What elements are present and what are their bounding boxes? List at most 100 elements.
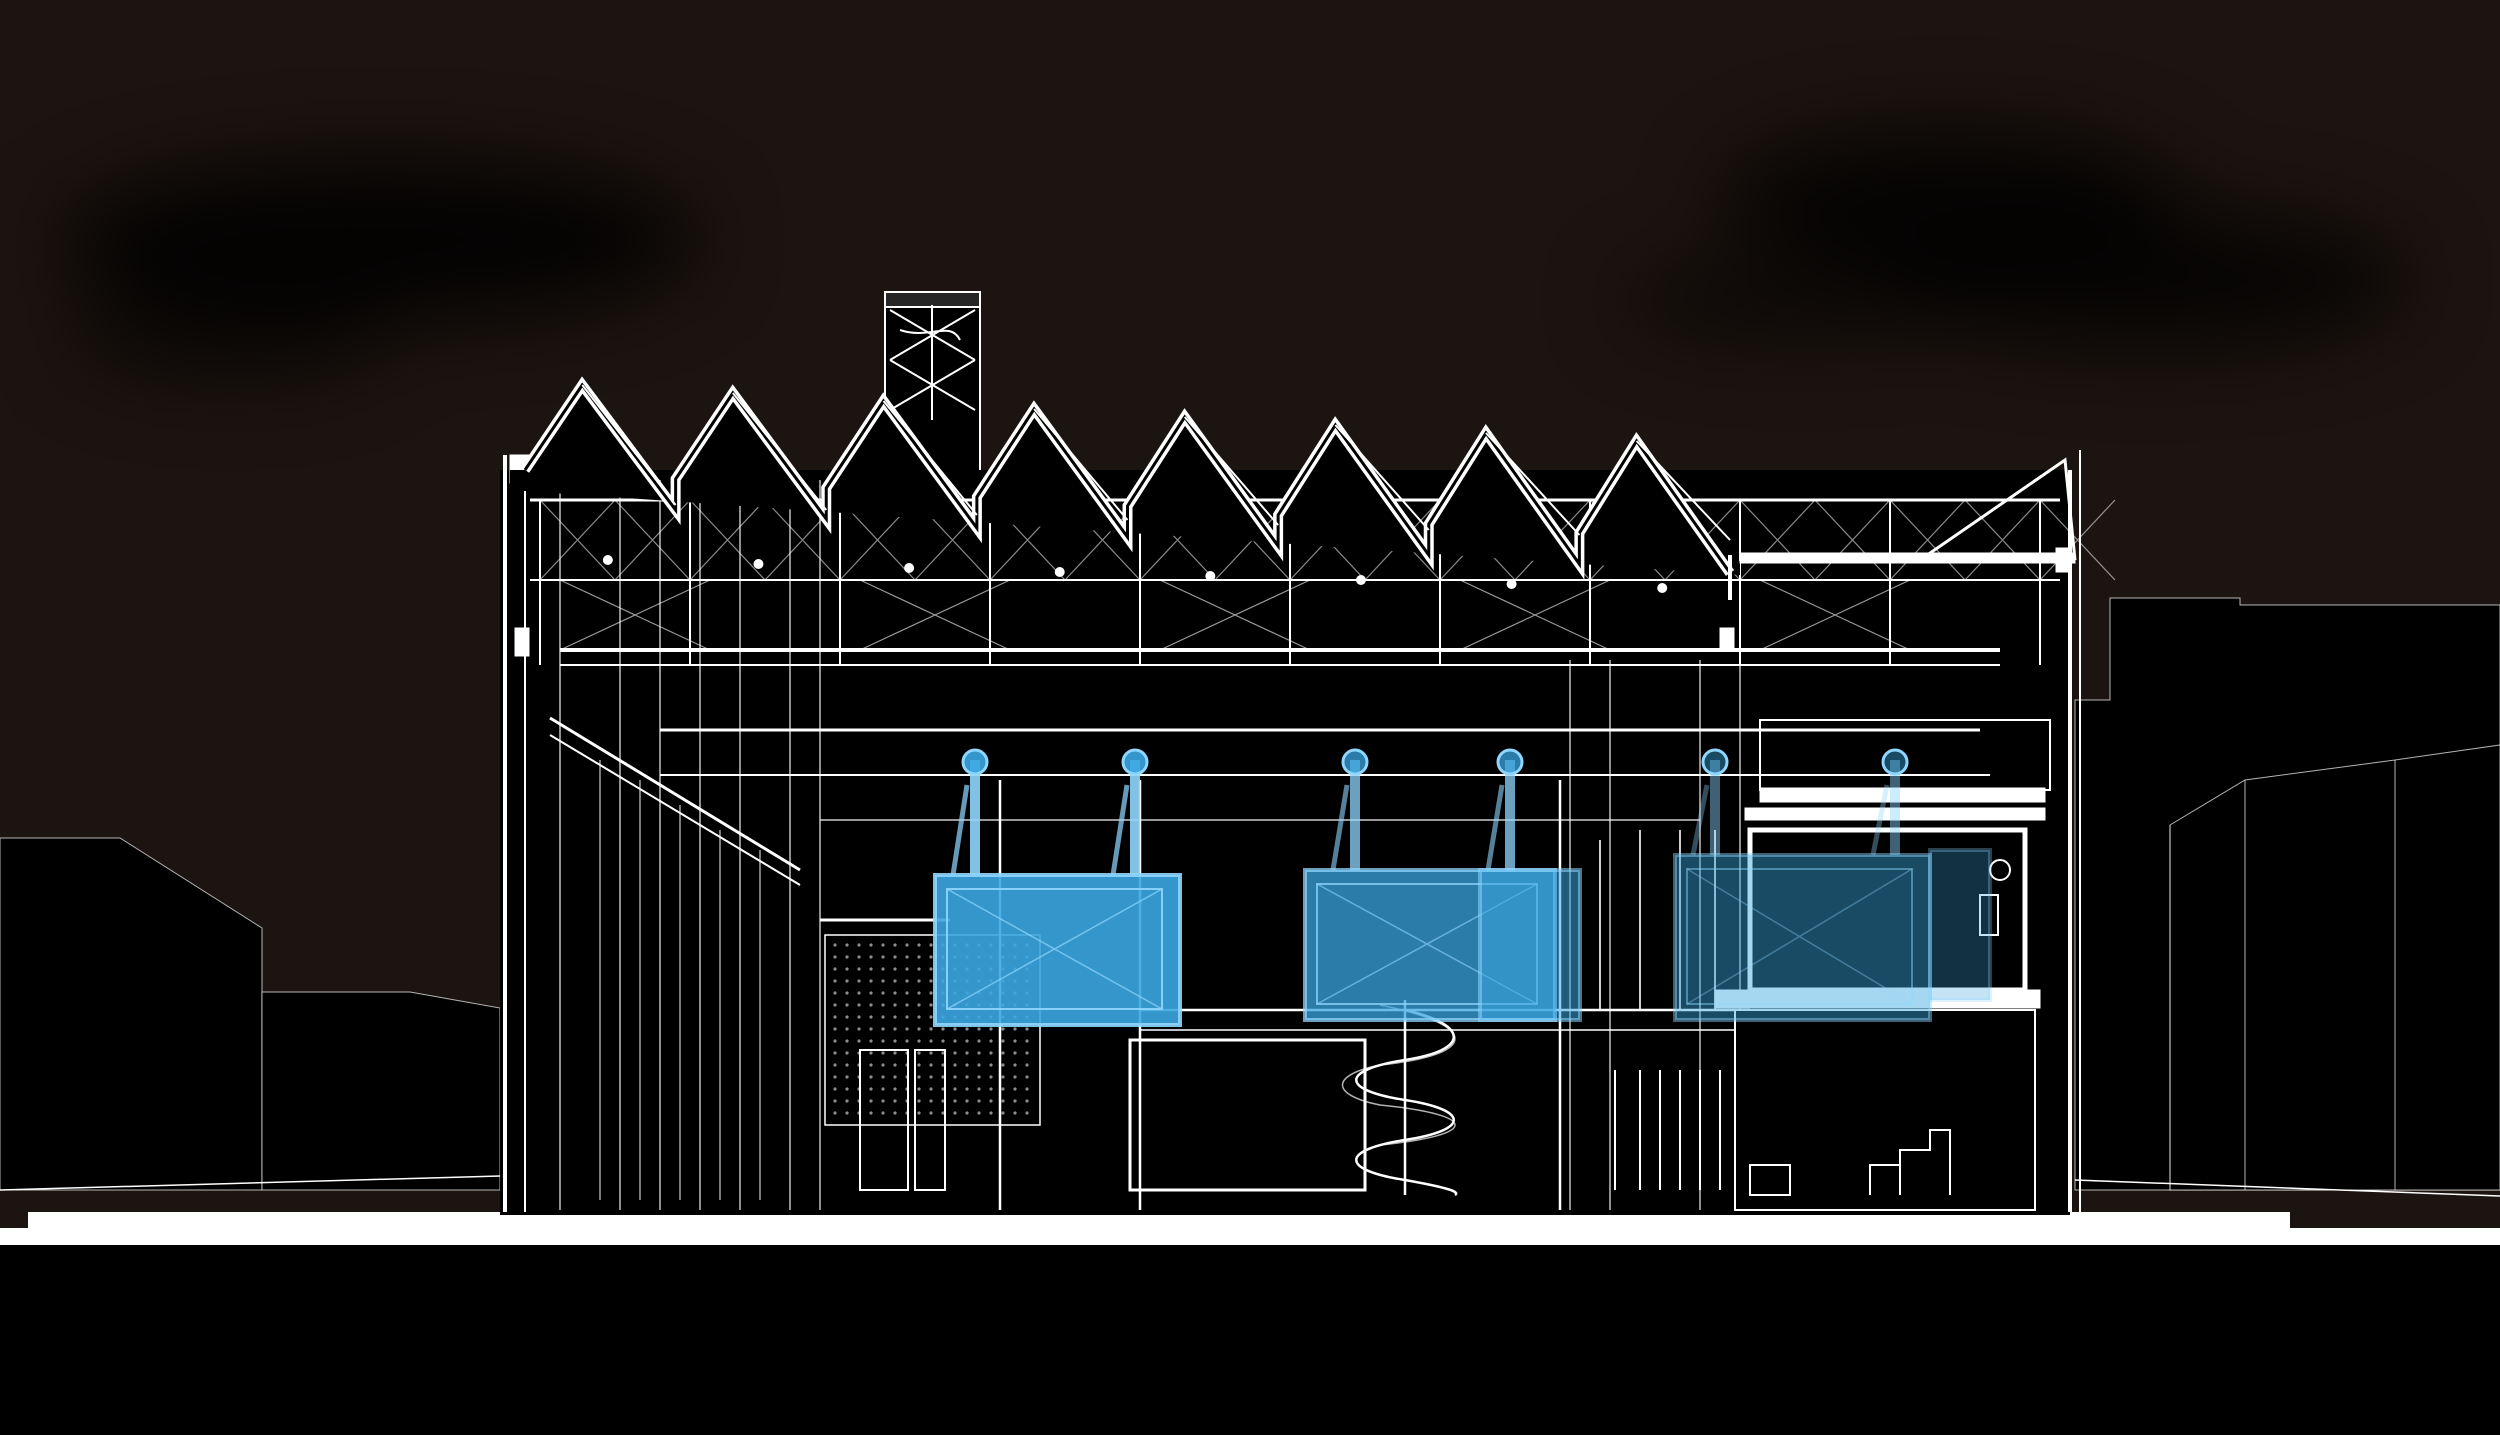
perforation-dot <box>869 967 873 971</box>
perforation-dot <box>893 1003 897 1007</box>
office-clock-icon <box>1989 859 2011 881</box>
perforation-dot <box>905 1063 909 1067</box>
perforation-dot <box>833 1027 837 1031</box>
perforation-dot <box>941 1039 945 1043</box>
perforation-dot <box>953 1111 957 1115</box>
perforation-dot <box>1001 1039 1005 1043</box>
perforation-dot <box>881 943 885 947</box>
perforation-dot <box>857 955 861 959</box>
perforation-dot <box>929 1099 933 1103</box>
perforation-dot <box>953 1039 957 1043</box>
module-1-cable-2 <box>1110 784 1130 876</box>
sawtooth-glazing-6 <box>1334 424 1430 531</box>
perforation-dot <box>857 1039 861 1043</box>
perforation-dot <box>917 979 921 983</box>
module-2-pulley-2 <box>1496 748 1524 776</box>
perforation-dot <box>833 967 837 971</box>
ground-slab <box>28 1212 2290 1245</box>
perforation-dot <box>989 1063 993 1067</box>
perforation-dot <box>857 1051 861 1055</box>
perforation-dot <box>905 943 909 947</box>
perforation-dot <box>845 1087 849 1091</box>
module-1-pulley-1 <box>961 748 989 776</box>
perforation-dot <box>893 967 897 971</box>
perforation-dot <box>845 1063 849 1067</box>
tower-bracing <box>889 305 976 420</box>
office-floor-slab <box>1714 989 2041 1009</box>
perforation-dot <box>1013 1099 1017 1103</box>
perforation-dot <box>905 991 909 995</box>
perforation-dot <box>869 1027 873 1031</box>
perforation-dot <box>881 1063 885 1067</box>
perforation-dot <box>833 955 837 959</box>
perforation-dot <box>833 1075 837 1079</box>
perforation-dot <box>905 1051 909 1055</box>
cloud-right-3 <box>1620 260 1980 340</box>
perforation-dot <box>917 991 921 995</box>
perforation-dot <box>857 1099 861 1103</box>
entrance-ramp <box>549 716 801 1200</box>
perforation-dot <box>1013 1039 1017 1043</box>
neighbour-right-mid <box>2169 744 2500 1191</box>
perforation-dot <box>857 943 861 947</box>
pendant-light-4 <box>1054 567 1065 577</box>
doors-right <box>1614 1070 1721 1190</box>
pendant-light-7 <box>1506 579 1517 589</box>
perforation-dot <box>881 1039 885 1043</box>
sawtooth-glazing-8 <box>1635 440 1731 541</box>
perforation-dot <box>977 1111 981 1115</box>
ramp-posts <box>599 760 761 1200</box>
perforation-dot <box>965 1075 969 1079</box>
office-corner-block <box>1719 627 1735 649</box>
perforation-dot <box>989 1051 993 1055</box>
spiral-helix-outer <box>1341 1004 1456 1146</box>
perforation-dot <box>905 1003 909 1007</box>
perforation-dot <box>941 1051 945 1055</box>
perforation-dot <box>857 1027 861 1031</box>
perforation-dot <box>929 991 933 995</box>
perforation-dot <box>893 1087 897 1091</box>
perforation-dot <box>869 943 873 947</box>
perforation-dot <box>833 979 837 983</box>
perforation-dot <box>1025 1111 1029 1115</box>
central-block <box>1128 1038 1367 1192</box>
machine-equipment <box>1869 1129 1951 1195</box>
perforation-dot <box>845 1099 849 1103</box>
truss-lower-bracing <box>559 579 1911 651</box>
module-4-body <box>1673 853 1932 1022</box>
clouds <box>60 130 2410 380</box>
perforation-dot <box>869 1063 873 1067</box>
perforation-dot <box>881 1087 885 1091</box>
perforation-dot <box>833 943 837 947</box>
perforation-dot <box>869 955 873 959</box>
perforation-dot <box>905 1075 909 1079</box>
perforation-dot <box>1025 1063 1029 1067</box>
perforation-dot <box>833 1015 837 1019</box>
suspended-modules <box>933 748 1992 1027</box>
perforation-dot <box>1025 1027 1029 1031</box>
perforation-dot <box>941 1111 945 1115</box>
perforation-dot <box>941 1087 945 1091</box>
perforation-dot <box>893 1111 897 1115</box>
perforation-dot <box>929 1063 933 1067</box>
perforation-dot <box>857 1087 861 1091</box>
perforation-dot <box>917 1051 921 1055</box>
neighbour-left-low <box>261 991 501 1191</box>
module-2-cable-1 <box>1330 784 1350 871</box>
perforation-dot <box>869 1003 873 1007</box>
perforation-dot <box>929 955 933 959</box>
tower-head <box>884 291 981 308</box>
perforation-dot <box>929 1111 933 1115</box>
perforation-dot <box>905 1087 909 1091</box>
cloud-left-low <box>70 280 390 380</box>
perforation-dot <box>857 1111 861 1115</box>
perforation-dot <box>881 1003 885 1007</box>
perforation-dot <box>1013 1063 1017 1067</box>
perforation-dot <box>917 1063 921 1067</box>
perforation-dot <box>905 1027 909 1031</box>
perforation-dot <box>929 1027 933 1031</box>
perforation-dot <box>917 943 921 947</box>
perforation-dot <box>857 1003 861 1007</box>
perforation-dot <box>1025 1075 1029 1079</box>
